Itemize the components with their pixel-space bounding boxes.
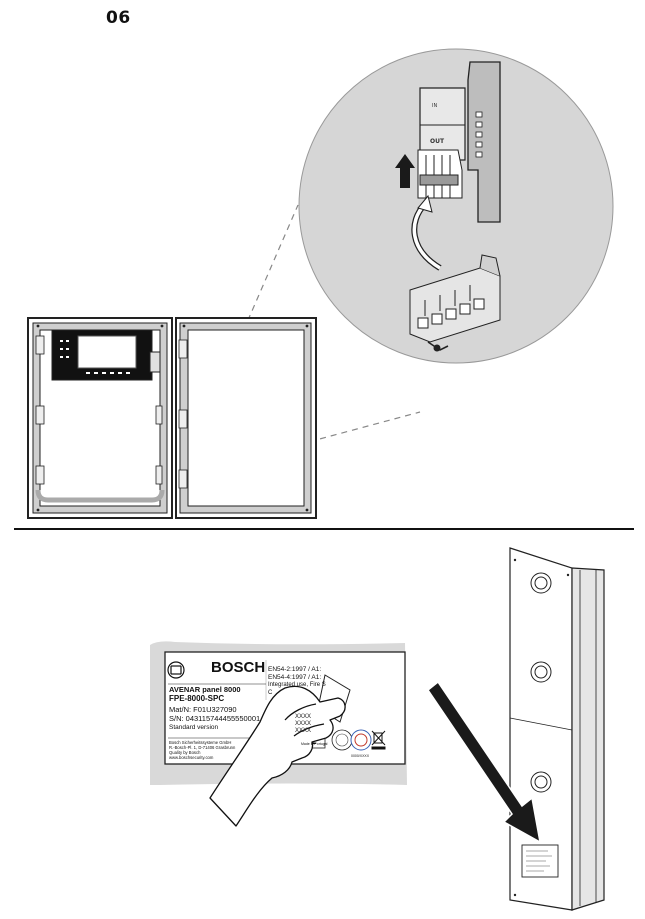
label-product-line: AVENAR panel 8000 <box>169 685 241 694</box>
label-manufacturer-2: R.-Bosch-Pl. 1, D-71406 Grasbrunn <box>169 745 236 750</box>
label-brand: BOSCH <box>211 659 266 676</box>
cabinet <box>27 317 317 519</box>
label-manufacturer-3: Quality by Bosch <box>169 750 201 755</box>
label-version: Standard version <box>169 724 219 731</box>
label-made-in: Made in Portugal <box>301 742 328 746</box>
bosch-logo-icon <box>167 661 185 679</box>
up-arrow-icon <box>395 154 415 188</box>
recycle-bin-icon <box>371 730 386 750</box>
label-standard-4: C <box>268 690 273 696</box>
label-cert-code: 0000/XXXX <box>351 754 370 758</box>
label-mat-number: Mat/N: F01U327090 <box>169 705 237 714</box>
section-divider <box>14 528 634 530</box>
label-manufacturer-1: Bosch Sicherheitssysteme GmbH <box>169 740 232 745</box>
label-standard-1: EN54-2:1997 / A1: <box>268 666 322 673</box>
label-serial-number: S/N: 043115744455550001 <box>169 714 261 723</box>
label-model: FPE-8000-SPC <box>169 694 225 703</box>
label-manufacturer-4: www.boschsecurity.com <box>169 755 214 760</box>
hand <box>209 685 346 827</box>
cert-badge-icon <box>350 729 372 751</box>
type-label-text: BOSCH EN54-2:1997 / A1: EN54-4:1997 / A1… <box>165 652 405 764</box>
terminal-connector <box>409 254 501 352</box>
mounting-rail: IN OUT <box>417 61 501 223</box>
svg-text:IN: IN <box>432 103 437 109</box>
panel-housing <box>509 547 605 911</box>
label-standard-3: Integrated use, Fire S <box>268 682 326 688</box>
zoom-circle <box>298 48 614 364</box>
label-standard-2: EN54-4:1997 / A1: <box>268 674 322 681</box>
step-number: 06 <box>106 8 131 28</box>
large-diagonal-arrow-icon <box>426 680 542 844</box>
curved-arrow-icon <box>411 194 442 271</box>
label-partial-2: XXXX <box>295 721 312 727</box>
label-partial-3: XXXX <box>295 728 312 734</box>
svg-text:OUT: OUT <box>430 138 445 145</box>
label-partial-1: XXXX <box>295 714 312 720</box>
